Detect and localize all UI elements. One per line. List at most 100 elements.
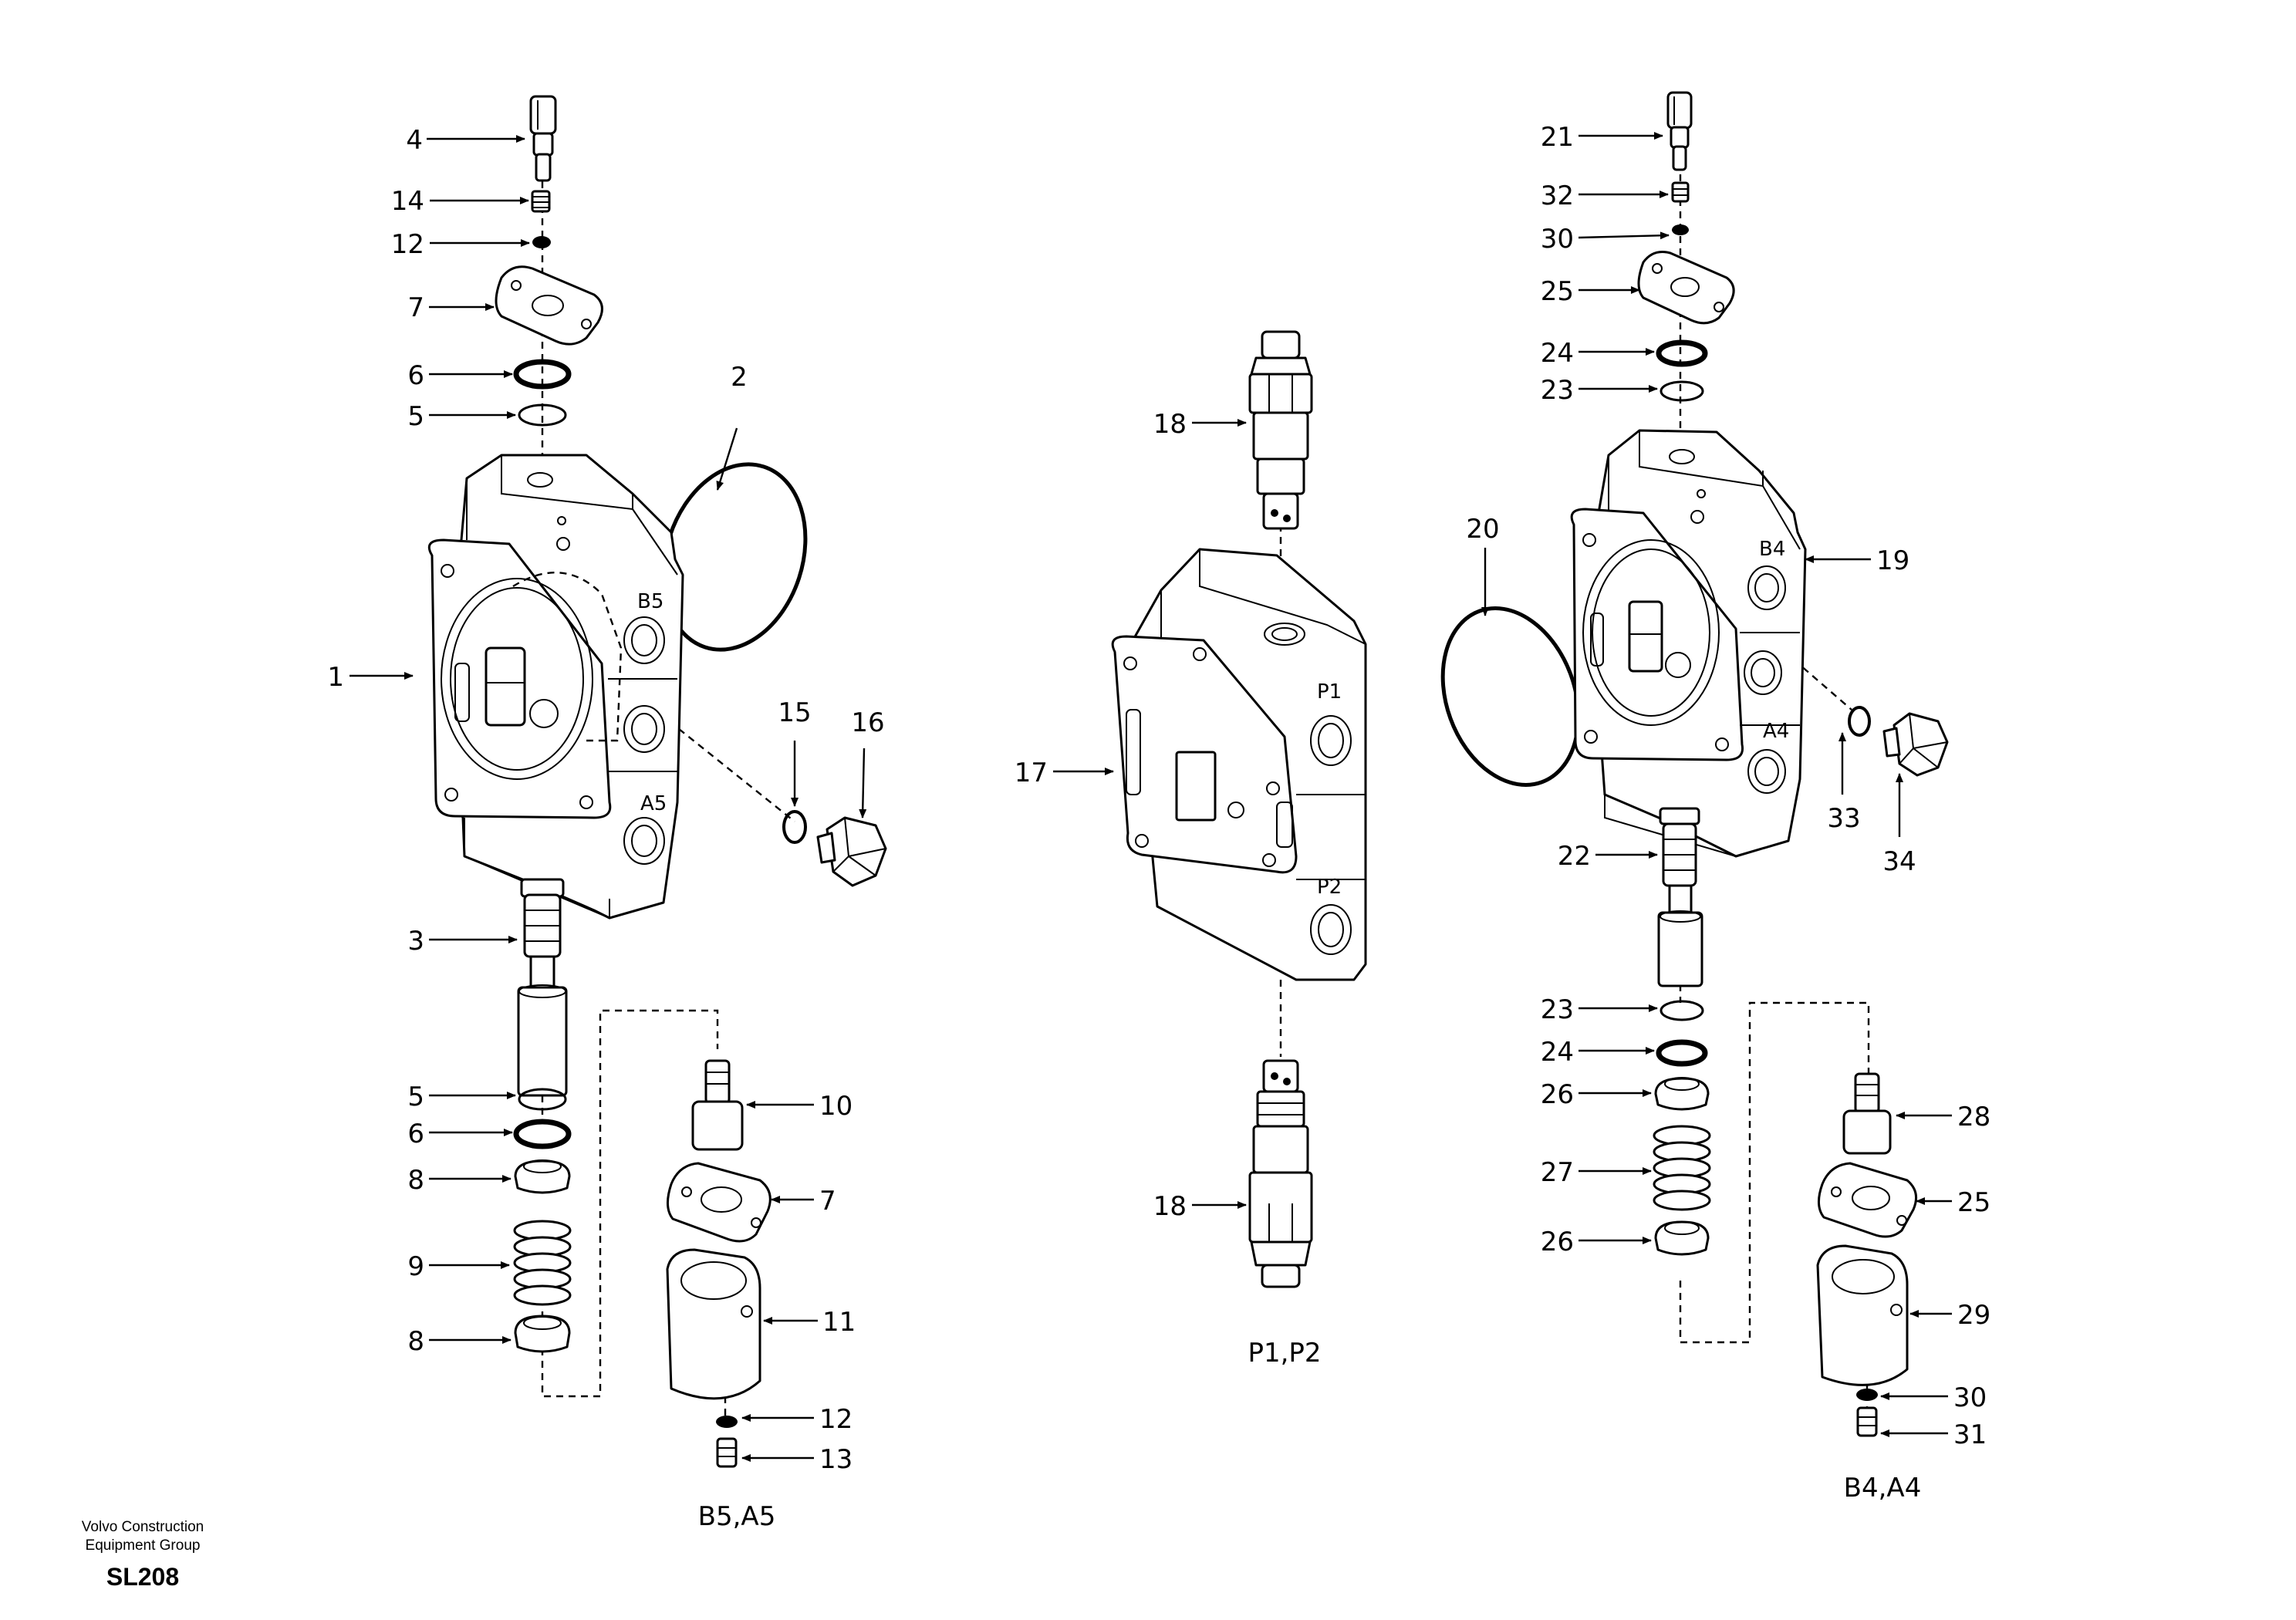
callout-21: 21 <box>1541 122 1574 153</box>
callout-11: 11 <box>822 1307 856 1338</box>
part-27-spring <box>1653 1125 1711 1211</box>
callout-26: 26 <box>1541 1079 1574 1110</box>
callout-18-lower: 18 <box>1153 1191 1187 1222</box>
part-1-valve-section-body <box>427 454 795 920</box>
part-18-relief-valve-top <box>1248 330 1313 530</box>
part-7-flange-lower <box>667 1162 772 1243</box>
part-12-washer-lower <box>716 1416 738 1428</box>
caption-b4-a4: B4,A4 <box>1844 1473 1922 1504</box>
part-28-stopper-bolt <box>1842 1072 1892 1155</box>
callout-27: 27 <box>1541 1157 1574 1188</box>
callout-13: 13 <box>819 1444 853 1475</box>
part-24-backup-ring <box>1656 339 1708 367</box>
part-11-cover-cap <box>666 1248 761 1400</box>
port-label-b5: B5 <box>637 590 663 613</box>
part-18-relief-valve-bottom <box>1248 1059 1313 1288</box>
callout-1: 1 <box>327 662 344 693</box>
callout-20: 20 <box>1466 514 1499 545</box>
callout-7: 7 <box>407 292 424 323</box>
callout-22: 22 <box>1558 841 1591 872</box>
port-label-p2: P2 <box>1317 876 1342 899</box>
callout-17: 17 <box>1015 758 1048 788</box>
callout-30-lower: 30 <box>1953 1382 1987 1413</box>
publisher-line-1: Volvo Construction <box>81 1519 204 1535</box>
part-7-flange-top <box>495 265 603 346</box>
footer-publisher-block: Volvo Construction Equipment Group SL208 <box>46 1518 239 1591</box>
part-12-washer <box>532 236 551 248</box>
callout-labels: 4 14 12 7 6 5 2 1 15 16 3 5 6 8 9 8 10 7… <box>327 122 1990 1475</box>
callout-25: 25 <box>1541 276 1574 307</box>
callout-23: 23 <box>1541 375 1574 406</box>
part-30-washer-lower <box>1856 1389 1878 1401</box>
caption-b5-a5: B5,A5 <box>698 1501 776 1532</box>
part-9-spring <box>513 1220 572 1306</box>
publisher-line-2: Equipment Group <box>85 1537 201 1554</box>
callout-34: 34 <box>1882 846 1916 877</box>
callout-14: 14 <box>391 186 424 217</box>
part-4-plug <box>529 95 557 182</box>
callout-6: 6 <box>407 360 424 391</box>
part-8-spring-seat-upper <box>514 1159 571 1194</box>
callout-2: 2 <box>731 362 748 393</box>
part-19-valve-section-body <box>1570 429 1807 858</box>
part-31-bolt <box>1856 1406 1878 1437</box>
callout-15: 15 <box>778 697 811 728</box>
port-label-b4: B4 <box>1759 538 1785 561</box>
callout-26-lower: 26 <box>1541 1227 1574 1257</box>
callout-19: 19 <box>1876 545 1909 576</box>
part-25-flange-lower <box>1818 1162 1918 1238</box>
part-33-o-ring <box>1848 706 1871 737</box>
port-label-a5: A5 <box>640 792 667 815</box>
part-22-spool <box>1657 807 1703 987</box>
part-25-flange-top <box>1637 251 1735 325</box>
part-17-inlet-section-body <box>1111 548 1367 981</box>
callout-30: 30 <box>1541 224 1574 255</box>
callout-16: 16 <box>851 707 884 738</box>
callout-10: 10 <box>819 1091 853 1122</box>
part-5-o-ring-lower <box>518 1088 567 1111</box>
callout-9: 9 <box>407 1251 424 1282</box>
part-23-o-ring-lower <box>1660 1000 1704 1021</box>
callout-33: 33 <box>1827 803 1860 834</box>
part-3-spool <box>517 878 568 1097</box>
callout-5: 5 <box>407 401 424 432</box>
callout-23-lower: 23 <box>1541 994 1574 1025</box>
callout-24-lower: 24 <box>1541 1037 1574 1068</box>
callout-3: 3 <box>407 926 424 957</box>
part-24-backup-ring-lower <box>1656 1039 1708 1067</box>
part-20-large-o-ring <box>1440 606 1581 787</box>
part-6-backup-ring-lower <box>513 1119 572 1149</box>
callout-12: 12 <box>391 229 424 260</box>
part-34-plug <box>1882 712 1949 777</box>
part-26-spring-seat-upper <box>1654 1077 1710 1111</box>
callout-8: 8 <box>407 1165 424 1196</box>
part-23-o-ring <box>1660 380 1704 402</box>
callout-25-lower: 25 <box>1957 1187 1990 1218</box>
part-5-o-ring <box>518 403 567 427</box>
callout-7-lower: 7 <box>819 1186 836 1217</box>
part-6-backup-ring <box>513 359 572 390</box>
center-section-assembly: P1 P2 <box>1111 330 1367 1288</box>
port-label-p1: P1 <box>1317 680 1342 704</box>
callout-5-lower: 5 <box>407 1082 424 1112</box>
leader-arrows <box>349 132 1952 1462</box>
part-14-screw <box>531 190 551 213</box>
left-section-assembly: B5 A5 <box>427 95 887 1468</box>
part-32-screw <box>1671 181 1690 203</box>
part-30-washer <box>1672 224 1689 235</box>
callout-18: 18 <box>1153 409 1187 440</box>
part-26-spring-seat-lower <box>1654 1220 1710 1256</box>
callout-8-lower: 8 <box>407 1326 424 1357</box>
callout-6-lower: 6 <box>407 1119 424 1149</box>
part-8-spring-seat-lower <box>514 1315 571 1353</box>
callout-4: 4 <box>406 125 423 156</box>
port-label-a4: A4 <box>1763 720 1789 743</box>
part-29-cover-cap <box>1816 1244 1909 1386</box>
diagram-code: SL208 <box>106 1563 180 1591</box>
callout-24: 24 <box>1541 338 1574 369</box>
part-16-plug <box>816 816 887 887</box>
part-10-stopper-bolt <box>691 1059 744 1151</box>
callout-28: 28 <box>1957 1102 1990 1132</box>
part-15-o-ring <box>782 810 807 844</box>
